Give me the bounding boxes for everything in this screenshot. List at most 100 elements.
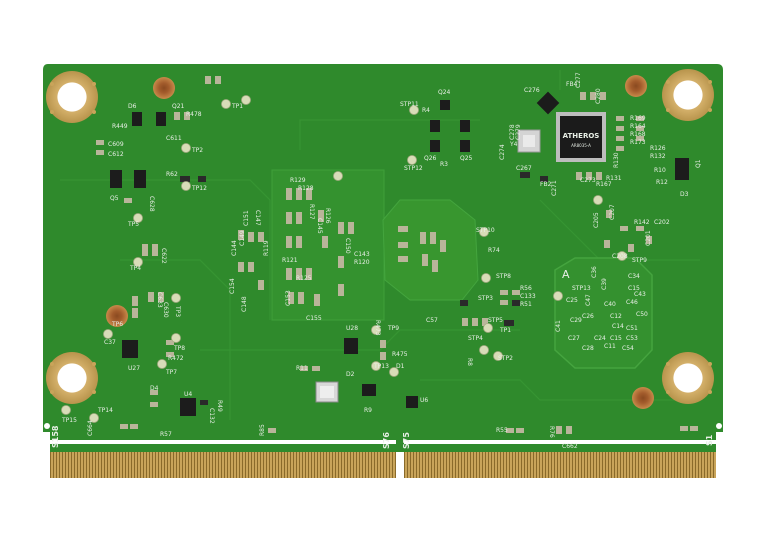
svg-text:C26: C26 xyxy=(582,313,594,320)
svg-text:Q26: Q26 xyxy=(424,155,437,162)
svg-text:TP8: TP8 xyxy=(173,345,185,352)
svg-text:R168: R168 xyxy=(630,131,646,138)
svg-text:R169: R169 xyxy=(630,115,646,122)
svg-text:R128: R128 xyxy=(298,185,314,192)
svg-text:R51: R51 xyxy=(520,301,532,308)
chip-model-text: AR8035-A xyxy=(571,143,591,148)
svg-text:A: A xyxy=(562,268,570,281)
svg-text:C147: C147 xyxy=(254,210,261,226)
edge-fingers-right xyxy=(404,452,716,478)
svg-text:STP4: STP4 xyxy=(468,335,483,342)
small-ics xyxy=(110,100,689,416)
small-connector xyxy=(315,381,339,403)
svg-text:C208: C208 xyxy=(612,253,628,260)
svg-text:C154: C154 xyxy=(229,278,236,294)
svg-text:R167: R167 xyxy=(596,181,612,188)
svg-text:R126: R126 xyxy=(650,145,666,152)
svg-text:R130: R130 xyxy=(613,152,620,168)
svg-text:R9: R9 xyxy=(364,407,372,414)
svg-text:C205: C205 xyxy=(593,212,600,228)
svg-text:STP8: STP8 xyxy=(496,273,511,280)
svg-text:R473: R473 xyxy=(374,320,381,336)
svg-text:TP3: TP3 xyxy=(174,305,181,317)
svg-text:Y4: Y4 xyxy=(509,141,518,148)
crystal xyxy=(517,129,541,153)
svg-text:TP9: TP9 xyxy=(387,325,399,332)
svg-text:C267: C267 xyxy=(516,165,532,172)
svg-text:C611: C611 xyxy=(166,135,182,142)
svg-text:C24: C24 xyxy=(594,335,606,342)
svg-text:R142: R142 xyxy=(634,219,650,226)
svg-text:R11: R11 xyxy=(296,365,308,372)
svg-text:C15: C15 xyxy=(628,285,640,292)
svg-text:R4: R4 xyxy=(422,107,430,114)
svg-text:R475: R475 xyxy=(392,351,408,358)
svg-text:Q5: Q5 xyxy=(110,195,119,202)
svg-text:C150: C150 xyxy=(344,238,351,254)
test-points xyxy=(61,95,627,423)
svg-text:D6: D6 xyxy=(128,103,137,110)
edge-label-s76: S76 xyxy=(382,432,391,449)
svg-text:Q1: Q1 xyxy=(695,159,702,168)
svg-text:R478: R478 xyxy=(186,111,202,118)
edge-label-s1: S1 xyxy=(705,434,714,446)
svg-text:U28: U28 xyxy=(346,325,358,332)
svg-text:U4: U4 xyxy=(184,391,192,398)
svg-text:R10: R10 xyxy=(654,167,666,174)
svg-text:C37: C37 xyxy=(104,339,116,346)
svg-text:TP1: TP1 xyxy=(231,103,243,110)
svg-text:C46: C46 xyxy=(626,299,638,306)
svg-text:R76: R76 xyxy=(548,426,555,438)
svg-text:STP12: STP12 xyxy=(404,165,423,172)
svg-text:R62: R62 xyxy=(166,171,178,178)
svg-text:C27: C27 xyxy=(568,335,580,342)
svg-text:TP15: TP15 xyxy=(61,417,77,424)
svg-text:R164: R164 xyxy=(630,123,646,130)
svg-text:FB4: FB4 xyxy=(566,81,578,88)
edge-label-s158: S158 xyxy=(51,425,60,448)
svg-text:C153: C153 xyxy=(285,290,292,306)
svg-text:C276: C276 xyxy=(524,87,540,94)
svg-text:C609: C609 xyxy=(108,141,124,148)
svg-text:C201: C201 xyxy=(645,230,652,246)
svg-text:STP11: STP11 xyxy=(400,101,419,108)
svg-text:C11: C11 xyxy=(604,343,616,350)
svg-text:C280: C280 xyxy=(595,88,602,104)
ethernet-phy-chip: ATHEROS AR8035-A xyxy=(556,112,606,162)
svg-text:R55: R55 xyxy=(496,427,508,434)
svg-text:R12: R12 xyxy=(656,179,668,186)
svg-text:FB2: FB2 xyxy=(540,181,552,188)
svg-text:C41: C41 xyxy=(555,320,562,332)
svg-text:R129: R129 xyxy=(290,177,306,184)
svg-text:R173: R173 xyxy=(630,139,646,146)
svg-text:C202: C202 xyxy=(654,219,670,226)
svg-text:C34: C34 xyxy=(628,273,640,280)
svg-text:R125: R125 xyxy=(296,275,312,282)
svg-text:C278: C278 xyxy=(509,124,516,140)
svg-text:TP4: TP4 xyxy=(129,265,141,272)
svg-text:U6: U6 xyxy=(420,397,428,404)
svg-text:C271: C271 xyxy=(551,180,558,196)
edge-fingers-left xyxy=(50,452,396,478)
svg-text:C622: C622 xyxy=(160,248,167,264)
svg-text:D2: D2 xyxy=(346,371,355,378)
svg-text:R85: R85 xyxy=(259,424,266,436)
svg-text:TP7: TP7 xyxy=(165,369,177,376)
svg-text:C145: C145 xyxy=(316,218,323,234)
svg-text:R74: R74 xyxy=(488,247,500,254)
svg-text:C15: C15 xyxy=(610,335,622,342)
svg-text:C662: C662 xyxy=(562,443,578,450)
svg-text:TP5: TP5 xyxy=(127,221,139,228)
svg-text:C47: C47 xyxy=(585,294,592,306)
svg-text:C51: C51 xyxy=(626,325,638,332)
svg-text:R132: R132 xyxy=(650,153,666,160)
svg-text:C36: C36 xyxy=(591,266,598,278)
svg-text:TP1: TP1 xyxy=(499,327,511,334)
edge-connector xyxy=(50,444,716,478)
svg-text:STP2: STP2 xyxy=(498,355,513,362)
svg-text:C133: C133 xyxy=(520,293,536,300)
svg-text:C14: C14 xyxy=(612,323,624,330)
svg-text:U27: U27 xyxy=(128,365,140,372)
svg-text:C53: C53 xyxy=(626,335,638,342)
svg-text:TP13: TP13 xyxy=(373,363,389,370)
